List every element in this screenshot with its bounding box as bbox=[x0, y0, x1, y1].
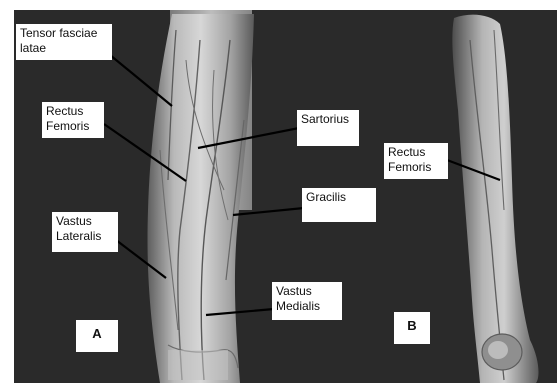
label-rectus-femoris-a: Rectus Femoris bbox=[42, 102, 104, 138]
label-vastus-lateralis: Vastus Lateralis bbox=[52, 212, 118, 252]
panel-label-b: B bbox=[394, 312, 430, 344]
label-rectus-femoris-b: Rectus Femoris bbox=[384, 143, 448, 179]
label-vastus-medialis: Vastus Medialis bbox=[272, 282, 342, 320]
label-gracilis: Gracilis bbox=[302, 188, 376, 222]
label-sartorius: Sartorius bbox=[297, 110, 359, 146]
panel-label-a: A bbox=[76, 320, 118, 352]
label-tensor-fasciae-latae: Tensor fasciae latae bbox=[16, 24, 112, 60]
